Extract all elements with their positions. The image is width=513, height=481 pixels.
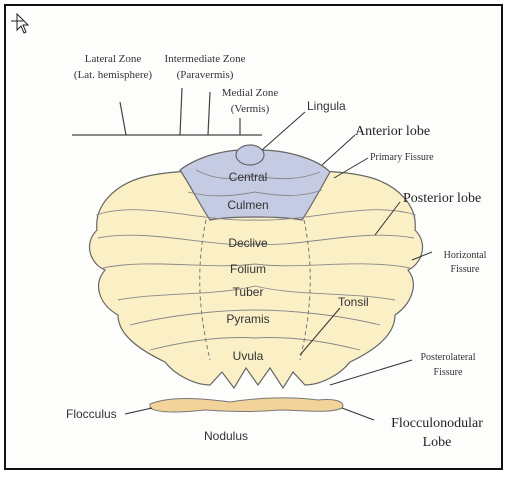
- uvula-label: Uvula: [233, 349, 264, 363]
- flocculonodular-label: Flocculonodular: [391, 416, 483, 431]
- culmen-label: Culmen: [227, 198, 268, 212]
- medial-zone-sublabel: (Vermis): [231, 103, 270, 115]
- declive-label: Declive: [228, 236, 268, 250]
- flocculonodular-sublabel: Lobe: [423, 435, 452, 450]
- lateral-zone-sublabel: (Lat. hemisphere): [74, 69, 153, 81]
- tuber-label: Tuber: [233, 285, 264, 299]
- horizontal-fissure-label: Horizontal: [444, 250, 487, 261]
- lingula-label: Lingula: [307, 99, 346, 113]
- flocculonodular-shape: [149, 397, 344, 413]
- folium-label: Folium: [230, 262, 266, 276]
- medial-zone-label: Medial Zone: [222, 87, 279, 99]
- leader-lines: [124, 111, 433, 421]
- folia-lines: [95, 169, 417, 351]
- lingula-shape: [235, 144, 265, 166]
- zone-ruler: [72, 87, 262, 136]
- nodulus-label: Nodulus: [204, 429, 248, 443]
- posterior-lobe-label: Posterior lobe: [403, 191, 481, 206]
- anterior-lobe-label: Anterior lobe: [355, 124, 430, 139]
- move-cursor-icon: [11, 12, 30, 34]
- posterolateral-fissure-label: Posterolateral: [421, 352, 476, 363]
- lateral-zone-label: Lateral Zone: [85, 53, 142, 65]
- primary-fissure-label: Primary Fissure: [370, 152, 434, 163]
- pyramis-label: Pyramis: [226, 312, 269, 326]
- central-label: Central: [229, 170, 268, 184]
- posterolateral-fissure-sublabel: Fissure: [434, 367, 463, 378]
- flocculus-label: Flocculus: [66, 407, 117, 421]
- intermediate-zone-sublabel: (Paravermis): [177, 69, 234, 81]
- tonsil-label: Tonsil: [338, 295, 369, 309]
- posterior-lobe-shape: [88, 170, 424, 390]
- vermis-boundaries: [199, 219, 311, 361]
- intermediate-zone-label: Intermediate Zone: [165, 53, 246, 65]
- horizontal-fissure-sublabel: Fissure: [451, 264, 480, 275]
